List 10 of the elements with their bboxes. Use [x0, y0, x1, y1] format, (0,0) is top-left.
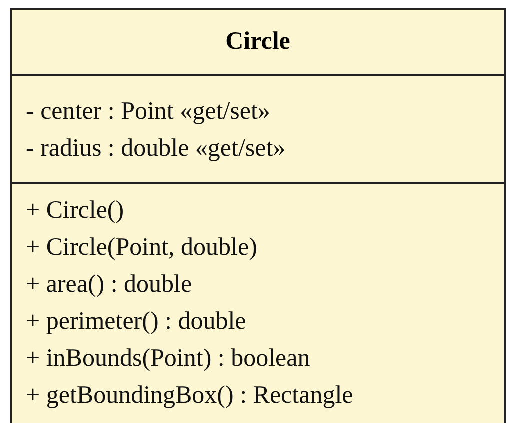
method-text: + perimeter() : double: [26, 307, 246, 337]
attribute-text: - center : Point «get/set»: [26, 97, 270, 127]
method-text: + getBoundingBox() : Rectangle: [26, 381, 354, 411]
class-name: Circle: [226, 27, 290, 57]
method-text: + Circle(): [26, 196, 124, 226]
method-text: + area() : double: [26, 270, 192, 300]
method-text: + Circle(Point, double): [26, 233, 258, 263]
attribute-text: - radius : double «get/set»: [26, 134, 286, 164]
class-box: [10, 8, 506, 423]
method-text: + inBounds(Point) : boolean: [26, 344, 310, 374]
